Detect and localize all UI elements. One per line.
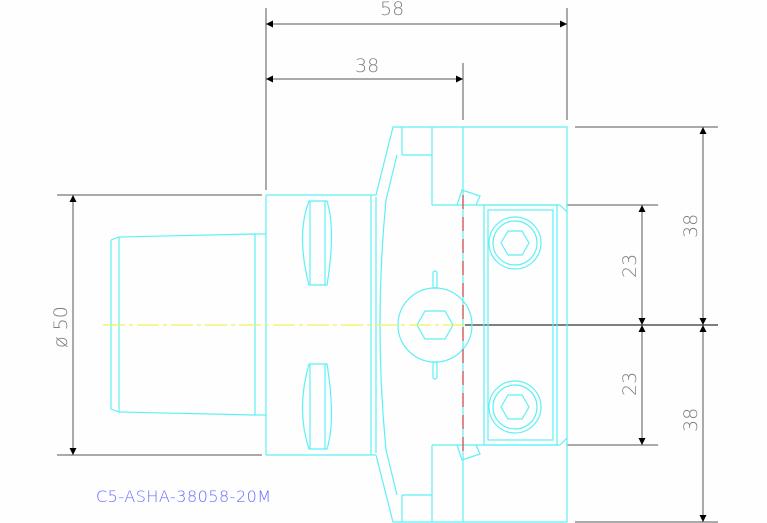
dimension-right-vertical: [465, 126, 718, 523]
dimension-text-23-lower: 23: [619, 372, 641, 396]
dimension-text-38-horizontal: 38: [355, 55, 379, 77]
dimension-diameter-50: [57, 194, 262, 456]
part-number-label: C5-ASHA-38058-20M: [96, 487, 272, 506]
dimension-58: [265, 8, 568, 190]
wrench-flat-top: [301, 200, 333, 286]
socket-screw-top: [488, 216, 542, 270]
dimension-text-23-upper: 23: [619, 254, 641, 278]
dimension-text-58: 58: [380, 0, 404, 20]
dimension-text-38-upper: 38: [680, 214, 702, 238]
dimension-text-38-lower: 38: [680, 408, 702, 432]
dimension-text-diameter: ø 50: [50, 306, 72, 348]
socket-screw-bottom: [488, 380, 542, 434]
dimension-38-horizontal: [266, 63, 464, 120]
wrench-flat-bottom: [301, 363, 333, 450]
